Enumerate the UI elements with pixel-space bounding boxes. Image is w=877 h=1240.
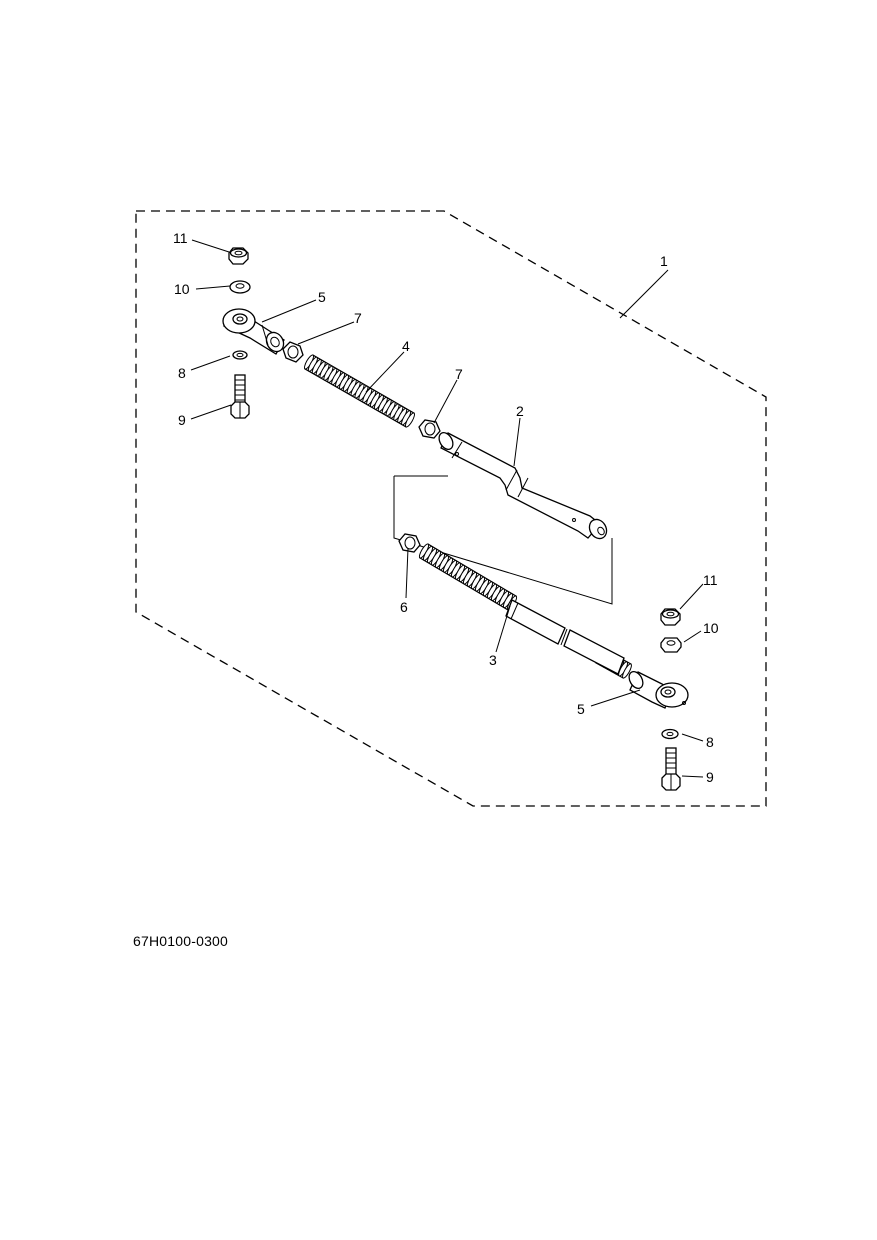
callout-7-left: 7 (354, 310, 362, 326)
bolt-9-lower (661, 747, 681, 791)
callout-3: 3 (489, 652, 497, 668)
callout-6: 6 (400, 599, 408, 615)
callout-8-lower: 8 (706, 734, 714, 750)
callout-5-upper: 5 (318, 289, 326, 305)
document-code: 67H0100-0300 (133, 933, 229, 949)
bolt-9-upper (230, 374, 250, 419)
callout-11-lower: 11 (703, 572, 718, 588)
assembly-boundary (135, 210, 767, 807)
callout-5-lower: 5 (577, 701, 585, 717)
rod-3-shaft (505, 599, 625, 675)
callout-11-upper: 11 (173, 230, 188, 246)
ball-joint-5-upper (222, 308, 285, 355)
sleeve-2 (438, 431, 608, 540)
callout-10-upper: 10 (174, 281, 190, 297)
nut-7-right (418, 419, 441, 439)
callout-7-right: 7 (455, 366, 463, 382)
callout-4: 4 (402, 338, 410, 354)
ball-joint-5-lower (628, 670, 689, 709)
callout-9-upper: 9 (178, 412, 186, 428)
callout-9-lower: 9 (706, 769, 714, 785)
callout-2: 2 (516, 403, 524, 419)
subassembly-outline (393, 476, 613, 605)
washer-8-lower (661, 728, 679, 740)
nut-11-upper (228, 247, 249, 265)
callout-8-upper: 8 (178, 365, 186, 381)
nut-7-left (282, 341, 304, 363)
washer-10-lower (660, 637, 682, 653)
nut-11-lower (660, 608, 681, 626)
nut-6 (398, 533, 421, 553)
threaded-rod-4 (304, 354, 415, 428)
callout-1: 1 (660, 253, 668, 269)
washer-8-upper (232, 350, 248, 360)
callout-10-lower: 10 (703, 620, 719, 636)
washer-10-upper (229, 280, 251, 294)
leader-lines (190, 239, 704, 778)
